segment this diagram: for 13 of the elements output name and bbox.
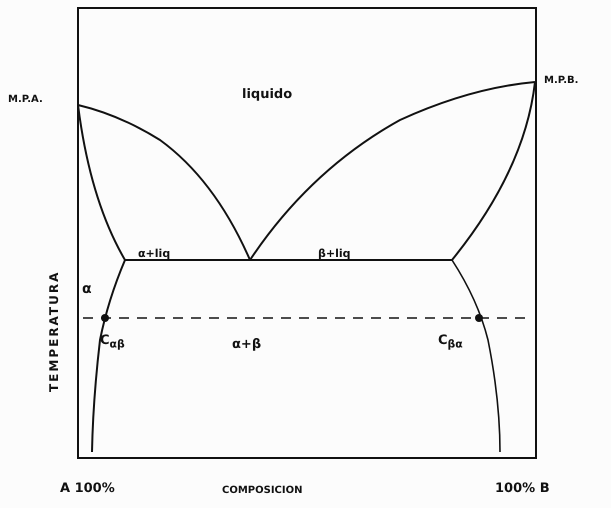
axis-end-label: 100% B [495,482,550,495]
axis-end-label: A 100% [60,482,115,495]
region-label: α+β [232,338,262,351]
axis-title: TEMPERATURA [48,270,60,392]
temperature-mark: M.P.A. [8,95,43,105]
point-label: C$_{αβ}$ [100,334,125,350]
temperature-mark: M.P.B. [544,76,578,86]
point-label: C$_{βα}$ [438,334,463,350]
region-label: β+liq [318,248,351,259]
region-label: α [82,282,92,296]
axis-title: COMPOSICION [222,486,302,496]
region-label: liquido [242,88,292,101]
region-label: α+liq [138,248,170,259]
